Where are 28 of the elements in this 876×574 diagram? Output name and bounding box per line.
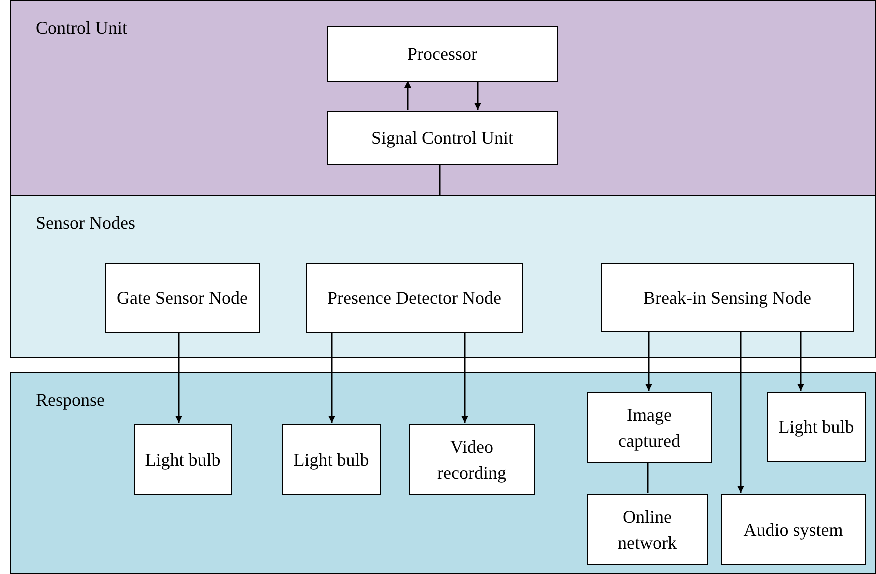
process-box: Audio system: [721, 494, 866, 565]
arrow: [474, 81, 482, 110]
section-band: [10, 0, 876, 196]
arrow: [738, 331, 744, 493]
arrow: [176, 332, 182, 423]
arrow: [462, 332, 468, 423]
process-box: Break-in Sensing Node: [601, 263, 854, 332]
process-box: Video recording: [409, 424, 535, 495]
process-box: Signal Control Unit: [327, 111, 558, 165]
arrow: [646, 331, 652, 391]
arrow: [798, 331, 804, 391]
section-band: [10, 195, 876, 358]
process-box: Presence Detector Node: [306, 263, 523, 333]
arrow: [404, 81, 412, 110]
process-box: Light bulb: [134, 424, 232, 495]
process-box: Light bulb: [282, 424, 381, 495]
connector-line: [647, 462, 649, 493]
process-box: Light bulb: [767, 392, 866, 462]
process-box: Processor: [327, 26, 558, 82]
section-title: Sensor Nodes: [36, 212, 136, 235]
process-box: Gate Sensor Node: [105, 263, 260, 333]
process-box: Image captured: [587, 392, 712, 463]
connector-line: [439, 164, 441, 195]
section-title: Response: [36, 389, 105, 412]
process-box: Online network: [587, 494, 708, 565]
section-band: [10, 372, 876, 574]
arrow: [328, 332, 336, 423]
section-title: Control Unit: [36, 17, 128, 40]
